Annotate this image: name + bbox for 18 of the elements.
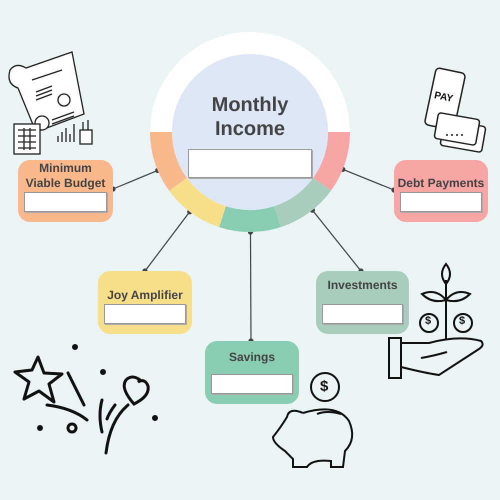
connector-line	[310, 208, 364, 274]
node-title: Minimum Viable Budget	[26, 161, 106, 190]
node-title: Savings	[228, 350, 276, 364]
icon-text: PAY	[433, 91, 454, 105]
node-title: Monthly Income	[212, 94, 288, 140]
node-title: Joy Amplifier	[107, 288, 183, 302]
category-card	[394, 160, 488, 222]
category-card	[316, 271, 409, 334]
icon-text: $	[425, 316, 432, 327]
icon-text: $	[459, 316, 466, 327]
node-title: Debt Payments	[398, 176, 484, 190]
connector-line	[248, 229, 254, 344]
category-card	[205, 341, 299, 404]
connector-line	[142, 209, 192, 274]
icon-text: $	[320, 379, 328, 394]
category-card	[18, 160, 113, 222]
node-title: Investments	[327, 278, 398, 292]
category-card	[98, 271, 192, 334]
